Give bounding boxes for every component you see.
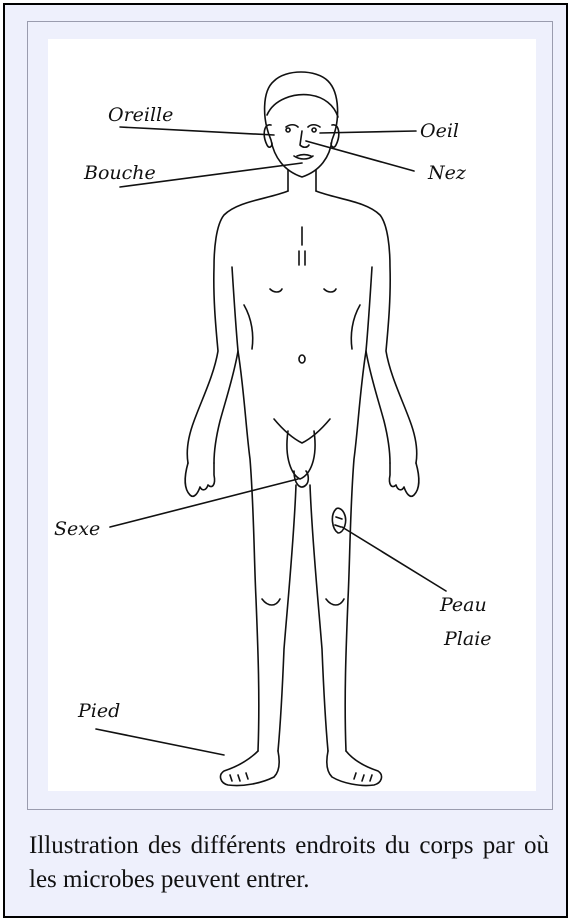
human-body-illustration: Oreille Oeil Bouche Nez Sexe Peau Plaie … <box>48 39 536 791</box>
leg-inner-right <box>310 485 328 751</box>
leg-outer-right <box>345 351 366 751</box>
foot-left-toes <box>230 773 248 781</box>
sternum <box>299 227 305 265</box>
torso-right <box>316 191 417 463</box>
mouth-shape <box>294 155 313 160</box>
figure-caption: Illustration des différents endroits du … <box>29 829 549 897</box>
knee-left <box>262 599 280 605</box>
foot-right <box>327 751 382 786</box>
label-genitals: Sexe <box>54 518 100 540</box>
groin <box>274 419 330 443</box>
torso-left <box>187 191 288 463</box>
label-ear: Oreille <box>108 104 173 126</box>
arm-inner-left <box>214 267 238 463</box>
label-eye: Oeil <box>420 120 459 142</box>
nipple-left <box>270 289 282 292</box>
leg-inner-left <box>278 485 296 751</box>
label-nose: Nez <box>427 162 467 184</box>
genitals <box>287 431 315 487</box>
ear-left <box>264 125 272 147</box>
body-drawing: Oreille Oeil Bouche Nez Sexe Peau Plaie … <box>48 39 536 791</box>
ribs-right <box>351 305 360 349</box>
arm-inner-right <box>366 267 390 463</box>
nipple-right <box>324 289 336 292</box>
leader-nose <box>306 141 414 171</box>
head-outline <box>265 72 338 177</box>
leader-foot <box>96 729 224 755</box>
leader-genitals <box>110 479 298 527</box>
label-foot: Pied <box>77 700 120 722</box>
leader-ear <box>120 127 274 135</box>
leg-outer-left <box>238 351 259 751</box>
foot-left <box>221 751 280 786</box>
label-wound: Plaie <box>443 628 492 650</box>
leader-wound <box>342 527 446 591</box>
wound-mark <box>332 508 345 533</box>
eye-left <box>286 125 298 132</box>
label-mouth: Bouche <box>83 162 156 184</box>
navel <box>299 355 305 363</box>
hand-right <box>389 463 418 496</box>
label-skin: Peau <box>439 594 487 616</box>
nose-shape <box>300 131 309 147</box>
ribs-left <box>244 305 253 349</box>
knee-right <box>326 599 344 605</box>
eye-right <box>308 125 320 132</box>
hair-line <box>267 95 338 117</box>
figure-frame: Oreille Oeil Bouche Nez Sexe Peau Plaie … <box>3 3 568 918</box>
hand-left <box>185 463 214 496</box>
foot-right-toes <box>354 773 372 781</box>
figure-box: Oreille Oeil Bouche Nez Sexe Peau Plaie … <box>27 21 553 810</box>
